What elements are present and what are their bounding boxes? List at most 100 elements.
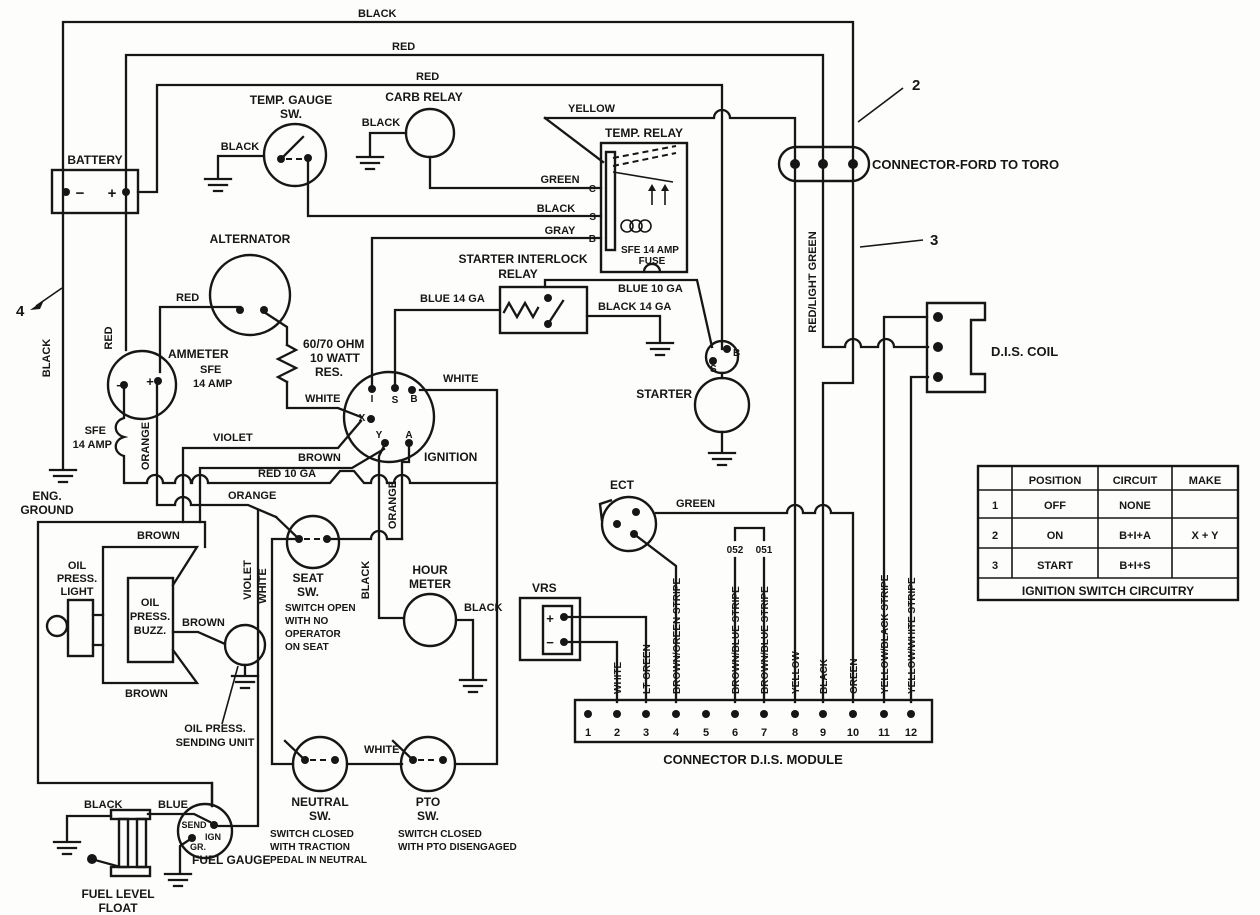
oil-light-lamp <box>66 598 95 658</box>
label-res: RES. <box>315 365 343 379</box>
pin-number-5: 5 <box>703 727 709 739</box>
label-052: 052 <box>727 545 744 556</box>
fuel-sender-tube-2 <box>135 817 148 869</box>
buzz-buzz: BUZZ. <box>134 625 166 637</box>
lamp-stubs <box>91 613 105 647</box>
sender-leader <box>221 665 239 725</box>
callouts: 2 3 4 <box>16 77 938 320</box>
callout-2: 2 <box>912 77 920 94</box>
wire-brown-sender <box>171 630 227 646</box>
label-green-ect: GREEN <box>676 498 715 510</box>
table-row3-position: START <box>1037 560 1073 572</box>
pin-number-7: 7 <box>761 727 767 739</box>
label-temprelay-fuse-amp: SFE 14 AMP <box>621 245 679 256</box>
pin-number-9: 9 <box>820 727 826 739</box>
label-black-vert-seat: BLACK <box>360 561 372 600</box>
table-row3-circuit: B+I+S <box>1119 560 1150 572</box>
label-ammeter: AMMETER <box>168 347 229 361</box>
table-header-circuit: CIRCUIT <box>1113 475 1158 487</box>
table-row2-position: ON <box>1047 530 1064 542</box>
pin-number-12: 12 <box>905 727 917 739</box>
oil-sending-unit-circle <box>223 623 267 667</box>
label-brown-top: BROWN <box>137 530 180 542</box>
label-051: 051 <box>756 545 773 556</box>
wire-gr-ground <box>178 836 194 874</box>
ignition-y: Y <box>376 430 383 441</box>
label-orange-vert-left: ORANGE <box>140 422 152 470</box>
label-connector-ford: CONNECTOR-FORD TO TORO <box>872 157 1059 172</box>
label-black-carb: BLACK <box>362 117 401 129</box>
wire-red-upper <box>124 53 930 349</box>
table-row3-num: 3 <box>992 560 998 572</box>
label-fuse-sfe: SFE <box>85 425 106 437</box>
dis-module-box <box>573 698 934 744</box>
oil-light-bulb <box>45 614 69 638</box>
vrs-box <box>518 596 582 662</box>
callout-4: 4 <box>16 303 25 320</box>
label-meter: METER <box>409 577 451 591</box>
label-fuel-gauge: FUEL GAUGE <box>192 853 270 867</box>
ground-temp-sw <box>203 177 233 193</box>
ignition-s: S <box>392 395 399 406</box>
starter-interlock-box <box>498 285 589 335</box>
labels-rotated: BLACK RED ORANGE VIOLET WHITE BLACK ORAN… <box>41 231 918 694</box>
battery-box <box>50 168 140 215</box>
label-temp-gauge-sw: SW. <box>280 107 302 121</box>
pto-note-2: WITH PTO DISENGAGED <box>398 842 517 853</box>
label-brown: BROWN <box>298 452 341 464</box>
table-row1-num: 1 <box>992 500 998 512</box>
seat-switch-circle <box>285 514 341 570</box>
seat-note-1: SWITCH OPEN <box>285 603 356 614</box>
temp-relay-fuse-bump <box>642 262 662 274</box>
label-white-loop: WHITE <box>364 744 399 756</box>
label-fuel-float: FLOAT <box>98 901 138 915</box>
pto-switch-circle <box>399 735 457 793</box>
label-eng: ENG. <box>32 489 61 503</box>
wire-blue-fuel <box>146 812 212 824</box>
wire-orange-bus <box>155 381 278 519</box>
temp-relay-dashed-arm <box>612 145 677 167</box>
resistor-zigzag <box>275 343 299 384</box>
label-seat: SEAT <box>292 571 324 585</box>
ground-sending-unit <box>230 674 260 690</box>
table-row2-num: 2 <box>992 530 998 542</box>
wire-white-seat <box>270 537 299 766</box>
fuel-send: SEND <box>181 820 207 830</box>
label-ammeter-sfe: SFE <box>200 364 221 376</box>
seat-note-4: ON SEAT <box>285 642 329 653</box>
label-pto: PTO <box>416 795 440 809</box>
pin-number-2: 2 <box>614 727 620 739</box>
starter-solenoid <box>704 339 740 375</box>
label-black-fuel: BLACK <box>84 799 123 811</box>
wire-y-black <box>377 442 406 620</box>
wire-yellow-diag <box>543 116 605 164</box>
pin-number-6: 6 <box>732 727 738 739</box>
label-white-vert: WHITE <box>257 568 269 603</box>
pin-number-10: 10 <box>847 727 859 739</box>
neutral-note-2: WITH TRACTION <box>270 842 350 853</box>
table-header-position: POSITION <box>1029 475 1082 487</box>
vrs-minus: − <box>546 635 554 650</box>
ignition-x: X <box>359 413 366 424</box>
wire-vrs-plus <box>562 615 648 704</box>
label-fuel-level: FUEL LEVEL <box>81 887 154 901</box>
temp-relay-arrows <box>648 184 669 191</box>
labels-horizontal: BLACK RED RED YELLOW TEMP. GAUGE SW. BLA… <box>20 8 1059 915</box>
pin-number-3: 3 <box>643 727 649 739</box>
ignition-i: I <box>371 394 374 405</box>
fuel-gr: GR. <box>190 842 206 852</box>
table-header-make: MAKE <box>1189 475 1221 487</box>
label-carb-relay: CARB RELAY <box>385 90 463 104</box>
label-red-light-green: RED/LIGHT GREEN <box>807 231 819 333</box>
ammeter-minus: − <box>116 378 124 393</box>
label-starter-interlock: STARTER INTERLOCK <box>458 252 587 266</box>
stripe-black: BLACK <box>819 658 830 694</box>
wire-green-ect <box>654 503 855 704</box>
solenoid-b: B <box>733 348 740 359</box>
label-orange-vert-a: ORANGE <box>387 481 399 529</box>
temp-relay-coil-1 <box>620 219 634 233</box>
stripe-green: GREEN <box>849 658 860 694</box>
wires <box>36 20 930 874</box>
